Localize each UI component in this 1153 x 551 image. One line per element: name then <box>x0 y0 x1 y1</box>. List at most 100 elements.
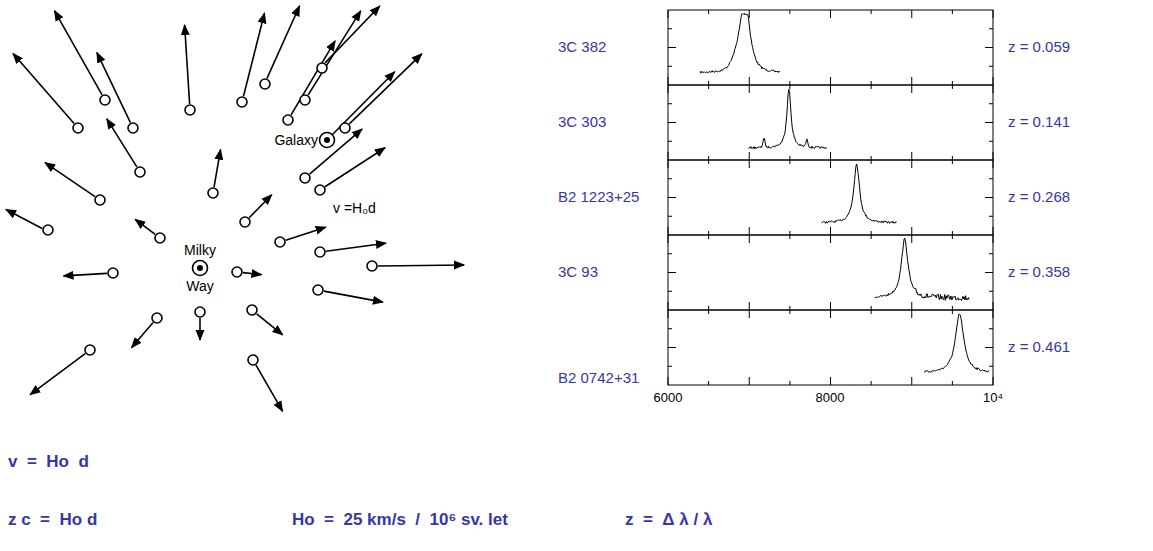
galaxy-circle <box>340 123 350 133</box>
redshift-value: z = 0.141 <box>1008 113 1070 131</box>
galaxy-circle <box>100 95 110 105</box>
tick-mark <box>871 81 872 85</box>
tick-mark <box>830 10 831 18</box>
galaxy-circle <box>208 188 218 198</box>
galaxy-circle <box>152 313 162 323</box>
galaxy-circle <box>260 79 270 89</box>
velocity-arrow <box>324 291 383 302</box>
velocity-arrow <box>214 150 221 188</box>
velocity-arrow <box>267 6 300 78</box>
tick-mark <box>668 272 676 273</box>
galaxy-circle <box>315 185 325 195</box>
tick-mark <box>749 10 750 18</box>
tick-mark <box>668 28 672 29</box>
tick-mark <box>708 235 709 239</box>
tick-mark <box>871 310 872 314</box>
velocity-arrow <box>135 219 155 234</box>
velocity-arrow <box>256 365 283 411</box>
spectrum-panel <box>668 310 993 385</box>
galaxy-circle <box>300 173 310 183</box>
tick-mark <box>989 103 993 104</box>
galaxy-circle <box>43 225 53 235</box>
tick-mark <box>989 178 993 179</box>
tick-mark <box>993 160 994 168</box>
tick-mark <box>749 235 750 243</box>
tick-mark <box>871 306 872 310</box>
galaxy-circle <box>275 237 285 247</box>
tick-mark <box>989 141 993 142</box>
source-name: 3C 303 <box>558 113 606 131</box>
galaxy-circle <box>195 307 205 317</box>
tick-mark <box>708 10 709 14</box>
tick-mark <box>985 347 993 348</box>
tick-mark <box>789 81 790 85</box>
tick-mark <box>911 77 912 85</box>
emission-line-spectrum <box>749 89 827 148</box>
tick-mark <box>668 103 672 104</box>
tick-mark <box>668 47 676 48</box>
tick-mark <box>708 81 709 85</box>
velocity-arrow <box>325 6 380 63</box>
tick-mark <box>989 328 993 329</box>
tick-mark <box>993 152 994 160</box>
tick-mark <box>668 216 672 217</box>
tick-mark <box>993 10 994 18</box>
tick-mark <box>989 291 993 292</box>
tick-mark <box>985 197 993 198</box>
tick-mark <box>749 302 750 310</box>
tick-mark <box>911 235 912 243</box>
velocity-arrow <box>291 41 335 115</box>
source-name: B2 0742+31 <box>558 369 639 387</box>
velocity-arrow <box>30 354 85 395</box>
emission-line-spectrum <box>822 164 897 223</box>
tick-mark <box>668 310 669 318</box>
tick-mark <box>993 302 994 310</box>
tick-mark <box>789 306 790 310</box>
source-name: 3C 382 <box>558 38 606 56</box>
galaxy-circle <box>240 217 250 227</box>
tick-mark <box>952 381 953 385</box>
tick-mark <box>830 85 831 93</box>
tick-mark <box>989 66 993 67</box>
tick-mark <box>668 122 676 123</box>
tick-mark <box>952 231 953 235</box>
velocity-arrow <box>325 148 385 187</box>
tick-mark <box>708 231 709 235</box>
velocity-arrow <box>286 227 326 240</box>
formula: z c = Ho d <box>8 510 97 530</box>
tick-mark <box>952 160 953 164</box>
tick-mark <box>668 85 669 93</box>
tick-mark <box>668 152 669 160</box>
galaxy-circle <box>108 268 118 278</box>
tick-mark <box>871 10 872 14</box>
symbol-dot <box>197 265 203 271</box>
tick-mark <box>830 77 831 85</box>
tick-mark <box>993 77 994 85</box>
tick-mark <box>789 156 790 160</box>
tick-mark <box>668 347 676 348</box>
tick-mark <box>708 381 709 385</box>
tick-mark <box>911 160 912 168</box>
tick-mark <box>749 160 750 168</box>
galaxy-circle <box>317 63 327 73</box>
tick-mark <box>668 328 672 329</box>
emission-line-spectrum <box>700 13 780 73</box>
tick-mark <box>952 81 953 85</box>
tick-mark <box>668 253 672 254</box>
galaxy-circle <box>313 285 323 295</box>
tick-mark <box>911 310 912 318</box>
velocity-arrow <box>331 72 395 136</box>
velocity-arrow <box>185 25 190 104</box>
tick-mark <box>952 310 953 314</box>
tick-mark <box>789 381 790 385</box>
tick-mark <box>749 377 750 385</box>
tick-mark <box>871 231 872 235</box>
spectrum-panel <box>668 235 993 310</box>
velocity-arrow <box>55 11 102 95</box>
tick-mark <box>830 152 831 160</box>
tick-mark <box>830 160 831 168</box>
tick-mark <box>952 85 953 89</box>
spectra-frame <box>668 10 993 385</box>
tick-mark <box>830 235 831 243</box>
tick-mark <box>668 141 672 142</box>
